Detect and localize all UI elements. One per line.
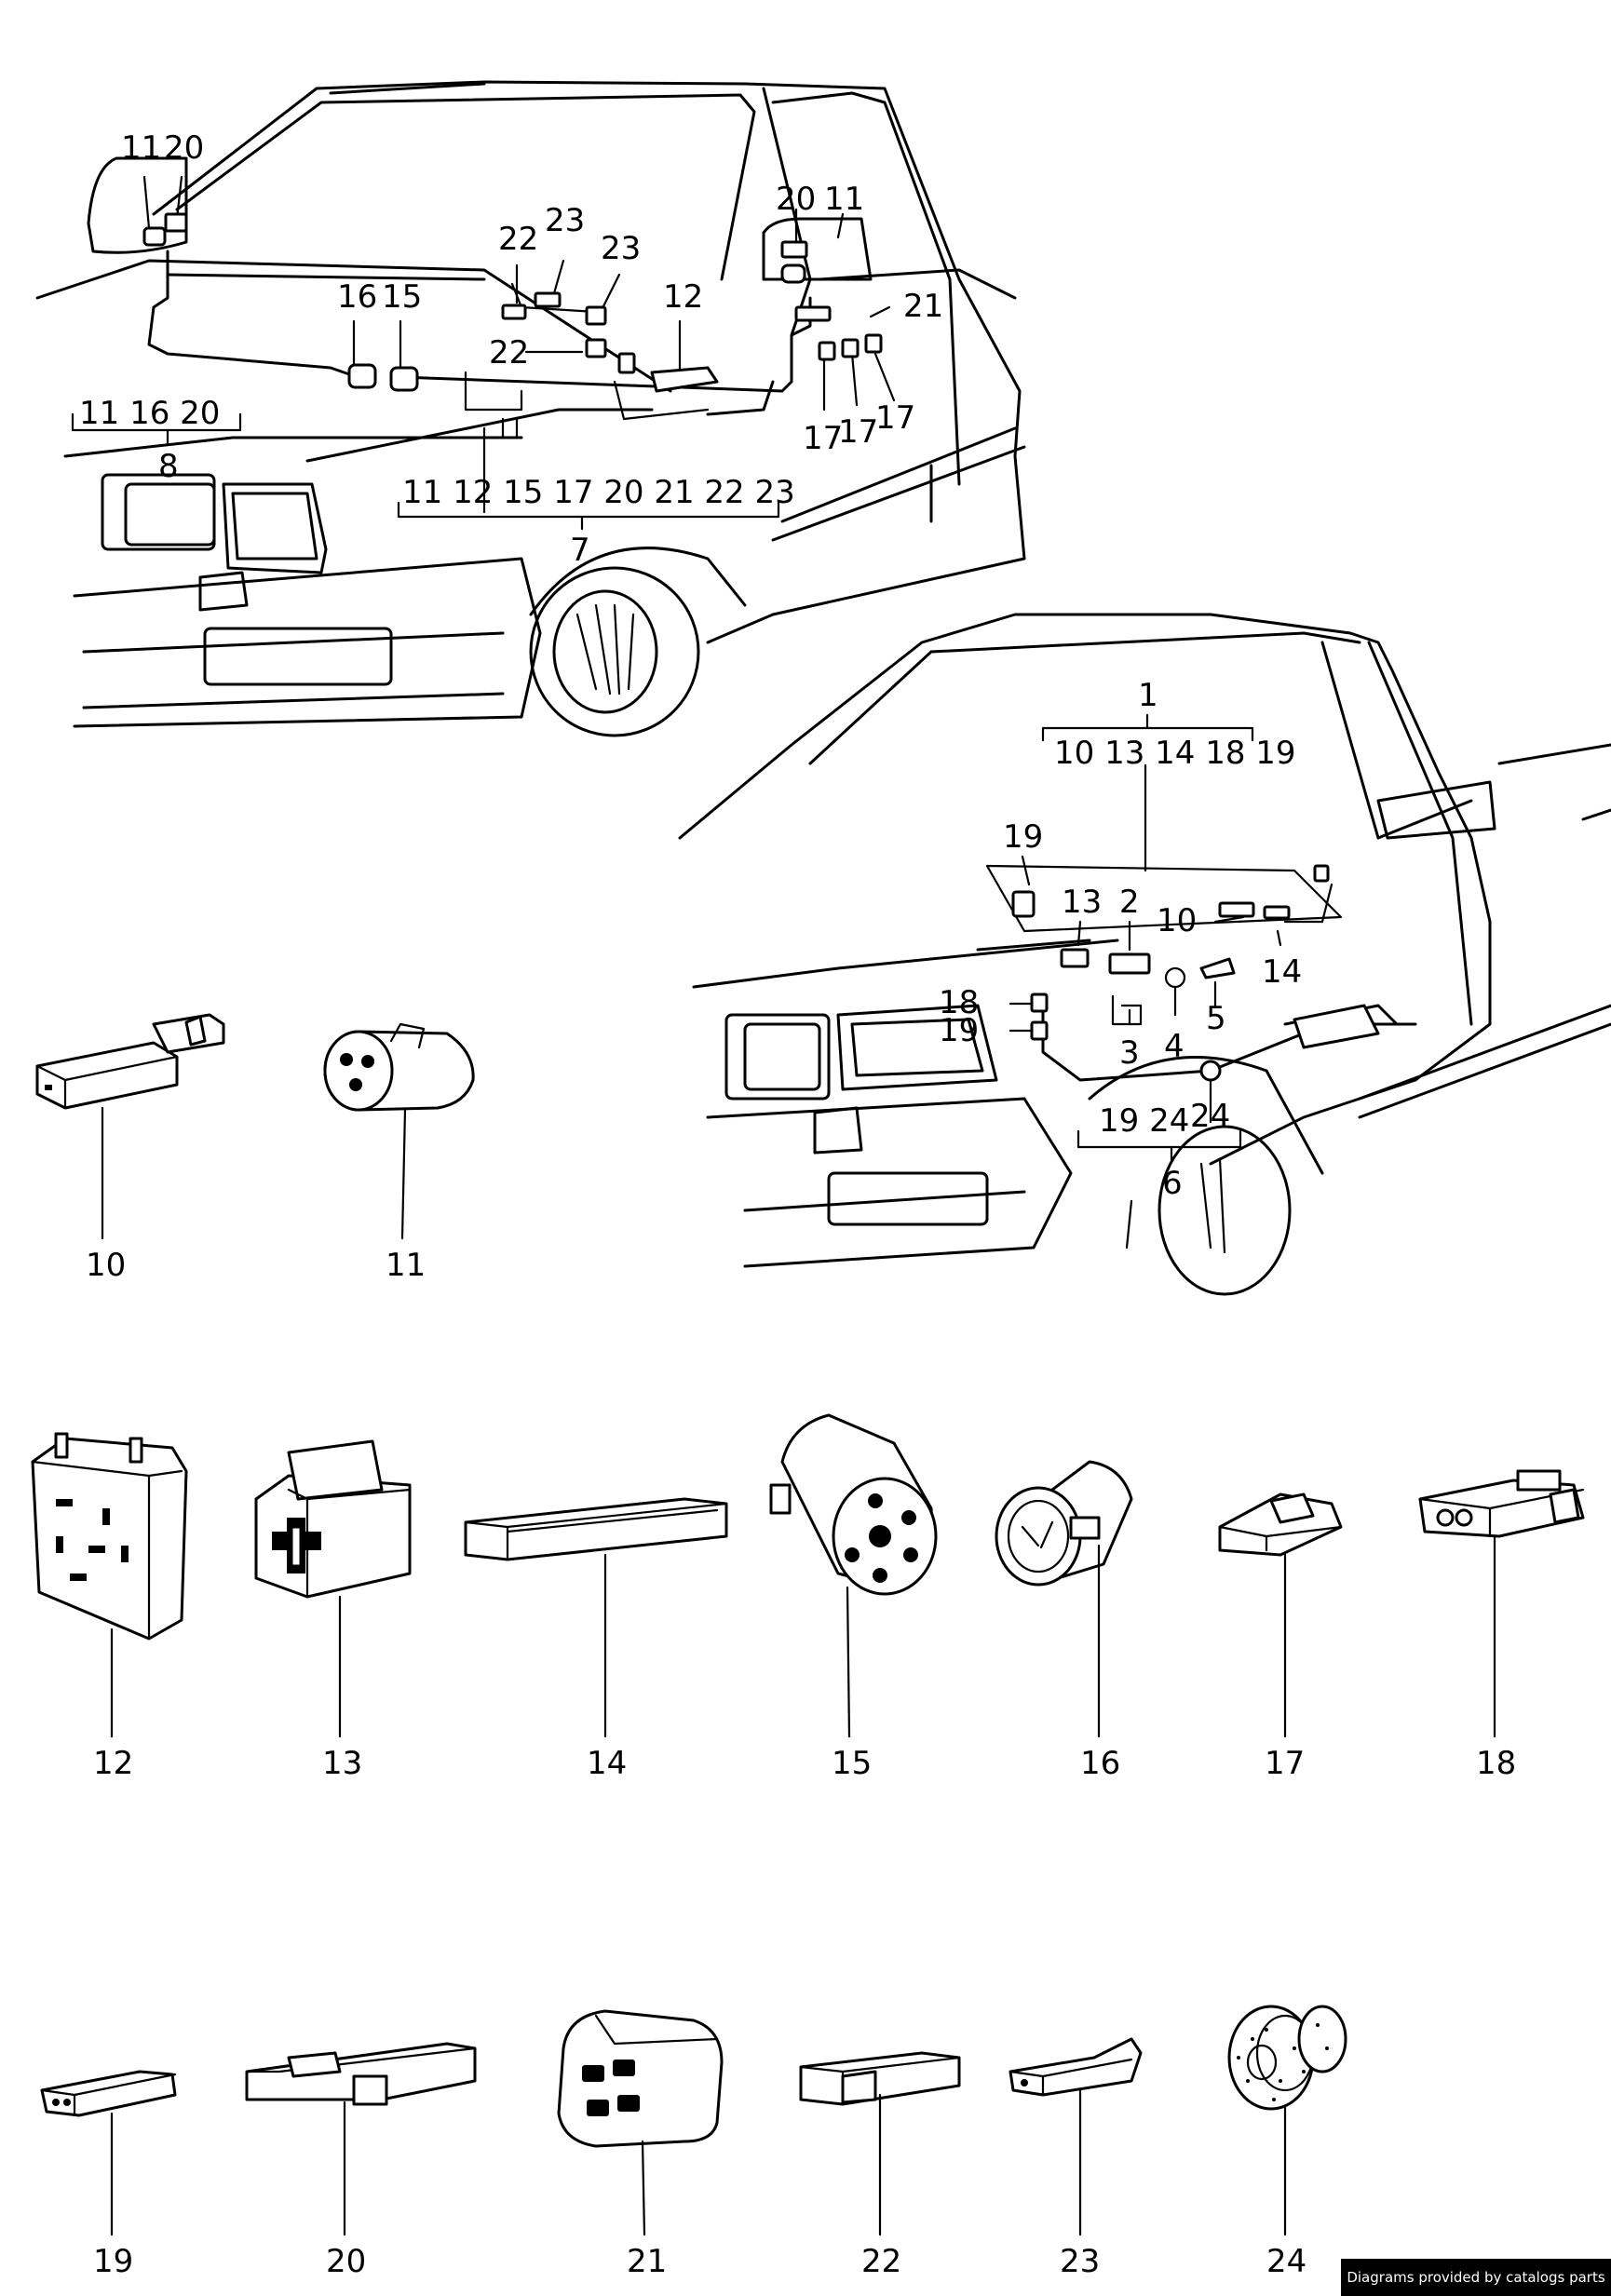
group-6-items: 19 24 <box>1099 1102 1189 1140</box>
cable-channel-icon <box>464 1497 728 1738</box>
callout-17-c: 17 <box>875 399 915 437</box>
small-two-pin-housing-icon <box>40 2070 177 2236</box>
round-connector-housing-icon <box>323 1022 475 1240</box>
upper-harness-parts <box>142 212 883 439</box>
callout-16: 16 <box>337 278 377 316</box>
part-24-number: 24 <box>1266 2243 1306 2280</box>
four-pin-connector-icon <box>557 2009 724 2236</box>
upper-leaders <box>142 175 896 514</box>
lower-car-illustration <box>678 613 1611 1296</box>
callout-3: 3 <box>1119 1034 1140 1072</box>
part-12-number: 12 <box>93 1745 133 1782</box>
part-10-number: 10 <box>86 1247 126 1284</box>
part-16-number: 16 <box>1080 1745 1120 1782</box>
callout-15: 15 <box>382 278 422 316</box>
callout-20-a: 20 <box>164 129 204 167</box>
callout-5: 5 <box>1206 1000 1226 1037</box>
group-1-number: 1 <box>1138 677 1158 714</box>
callout-17-b: 17 <box>838 413 878 451</box>
callout-11-a: 11 <box>121 129 161 167</box>
callout-22-b: 22 <box>489 334 529 371</box>
group-7-number: 7 <box>570 532 590 569</box>
upper-car-illustration <box>35 80 1026 737</box>
group-6-number: 6 <box>1162 1165 1183 1202</box>
group-7-items: 11 12 15 17 20 21 22 23 <box>402 474 795 511</box>
callout-19-b: 19 <box>939 1012 979 1049</box>
flat-single-housing-icon <box>1009 2037 1143 2236</box>
group-7-bracket: 11 12 15 17 20 21 22 23 7 <box>397 474 795 569</box>
callout-21-a: 21 <box>903 288 943 325</box>
callout-2: 2 <box>1119 884 1140 921</box>
callout-24-a: 24 <box>1190 1098 1230 1135</box>
part-22-number: 22 <box>861 2243 901 2280</box>
callout-23-a: 23 <box>545 202 585 239</box>
part-13-number: 13 <box>322 1745 362 1782</box>
lower-callouts: 1 10 13 14 18 19 19 13 2 10 14 18 19 3 4… <box>939 677 1302 1249</box>
flat-two-pin-housing-icon <box>245 2042 477 2236</box>
callout-4: 4 <box>1164 1028 1185 1065</box>
part-17-number: 17 <box>1265 1745 1305 1782</box>
round-connector-cap-icon <box>995 1460 1133 1738</box>
lower-leaders <box>1009 763 1282 1124</box>
single-terminal-housing-icon <box>1218 1492 1343 1738</box>
relay-plate-icon <box>254 1439 412 1738</box>
callout-19-a: 19 <box>1003 818 1043 856</box>
lower-harness <box>985 864 1417 1082</box>
group-1-items: 10 13 14 18 19 <box>1054 735 1296 772</box>
part-14-number: 14 <box>587 1745 627 1782</box>
callout-23-b: 23 <box>601 230 641 267</box>
part-15-number: 15 <box>832 1745 872 1782</box>
round-socket-6pin-icon <box>769 1413 938 1738</box>
callout-17-a: 17 <box>803 420 843 457</box>
square-single-housing-icon <box>799 2051 961 2236</box>
relay-socket-icon <box>31 1432 188 1738</box>
rubber-grommet-icon <box>1227 2005 1347 2236</box>
callout-20-b: 20 <box>776 181 816 218</box>
lower-harness-parts <box>1011 864 1380 1082</box>
callout-22-a: 22 <box>498 221 538 258</box>
part-18-number: 18 <box>1476 1745 1516 1782</box>
callout-10-a: 10 <box>1157 902 1197 939</box>
upper-harness <box>147 250 812 421</box>
part-19-number: 19 <box>93 2243 133 2280</box>
callout-11-b: 11 <box>824 181 864 218</box>
callout-13-a: 13 <box>1062 884 1102 921</box>
part-11-number: 11 <box>386 1247 426 1284</box>
part-23-number: 23 <box>1060 2243 1100 2280</box>
part-20-number: 20 <box>326 2243 366 2280</box>
group-8-bracket: 11 16 20 8 <box>71 395 242 485</box>
callout-12: 12 <box>663 278 703 316</box>
callout-14-a: 14 <box>1262 953 1302 991</box>
flat-connector-housing-icon <box>35 1013 225 1240</box>
two-pin-connector-icon <box>1418 1469 1585 1738</box>
part-21-number: 21 <box>627 2243 667 2280</box>
upper-callouts: 11 20 22 23 23 16 15 12 22 20 11 21 17 1… <box>121 129 943 457</box>
diagram-credit: Diagrams provided by catalogs parts <box>1341 2259 1611 2296</box>
group-8-number: 8 <box>158 448 179 485</box>
callout-18-a: 18 <box>939 984 979 1021</box>
group-8-items: 11 16 20 <box>79 395 220 432</box>
